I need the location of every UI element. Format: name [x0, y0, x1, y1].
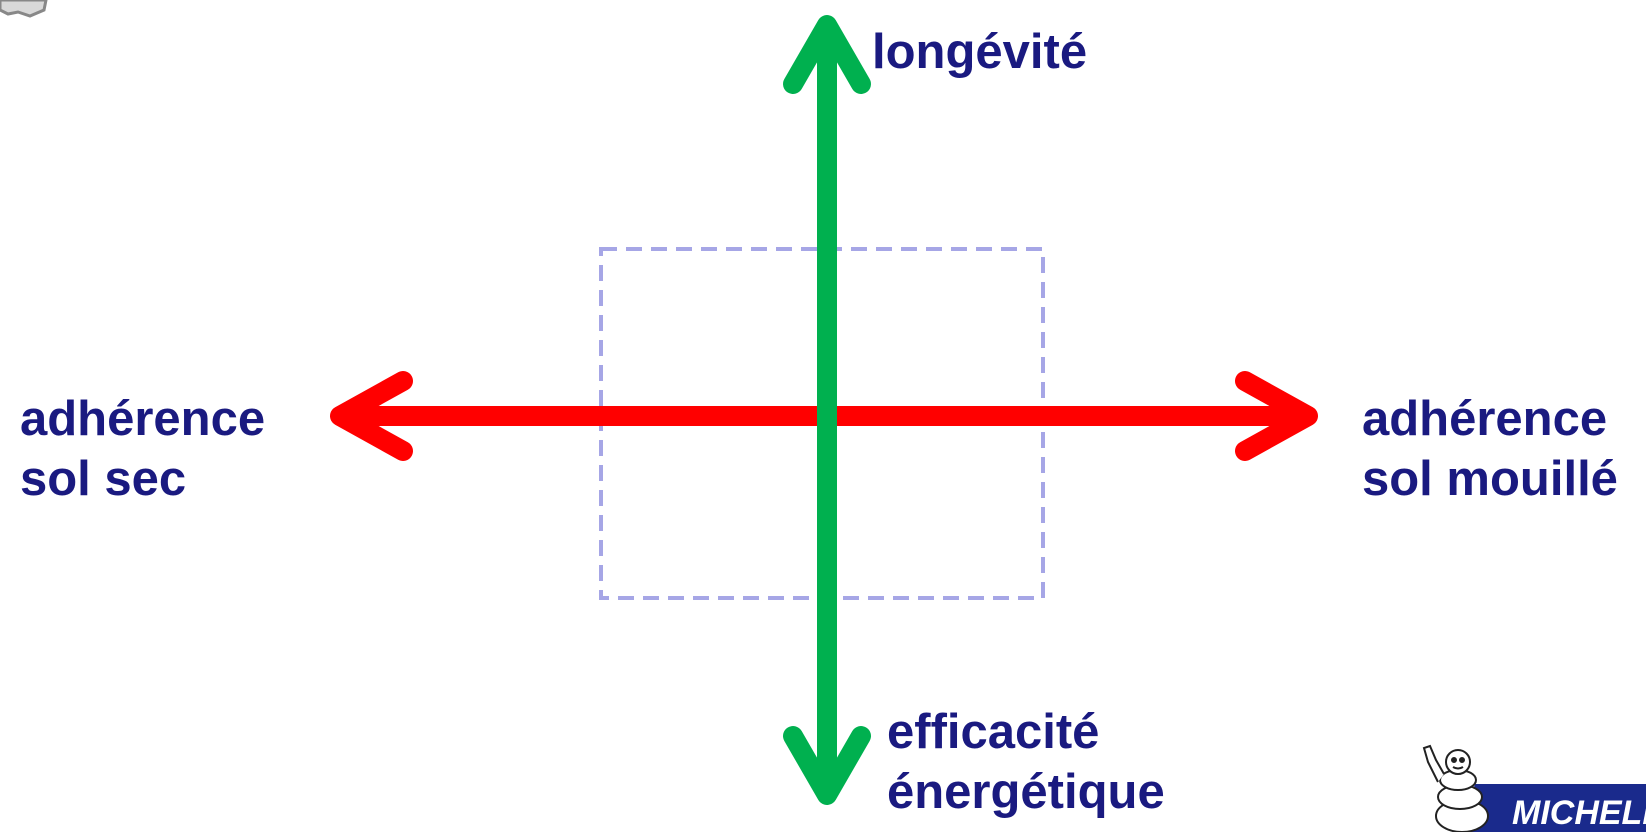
corner-figure-icon [0, 0, 48, 18]
axis-label-right-line2: sol mouillé [1362, 452, 1618, 506]
axis-label-top-text: longévité [872, 25, 1088, 79]
axis-label-bottom-line2: énergétique [887, 765, 1165, 819]
axis-label-bottom: efficacité énergétique [887, 702, 1165, 822]
axis-label-left-line2: sol sec [20, 452, 187, 506]
logo-brand-text: MICHELIN [1512, 794, 1646, 832]
axis-label-right: adhérence sol mouillé [1362, 389, 1618, 509]
axis-label-bottom-line1: efficacité [887, 705, 1100, 759]
axis-label-right-line1: adhérence [1362, 392, 1608, 446]
axis-label-left: adhérence sol sec [20, 389, 265, 509]
vertical-axis-arrow [783, 15, 871, 805]
bibendum-icon [1422, 744, 1489, 832]
axis-label-left-line1: adhérence [20, 392, 266, 446]
michelin-logo: MICHELIN [1422, 744, 1646, 832]
axis-label-top: longévité [872, 22, 1087, 82]
